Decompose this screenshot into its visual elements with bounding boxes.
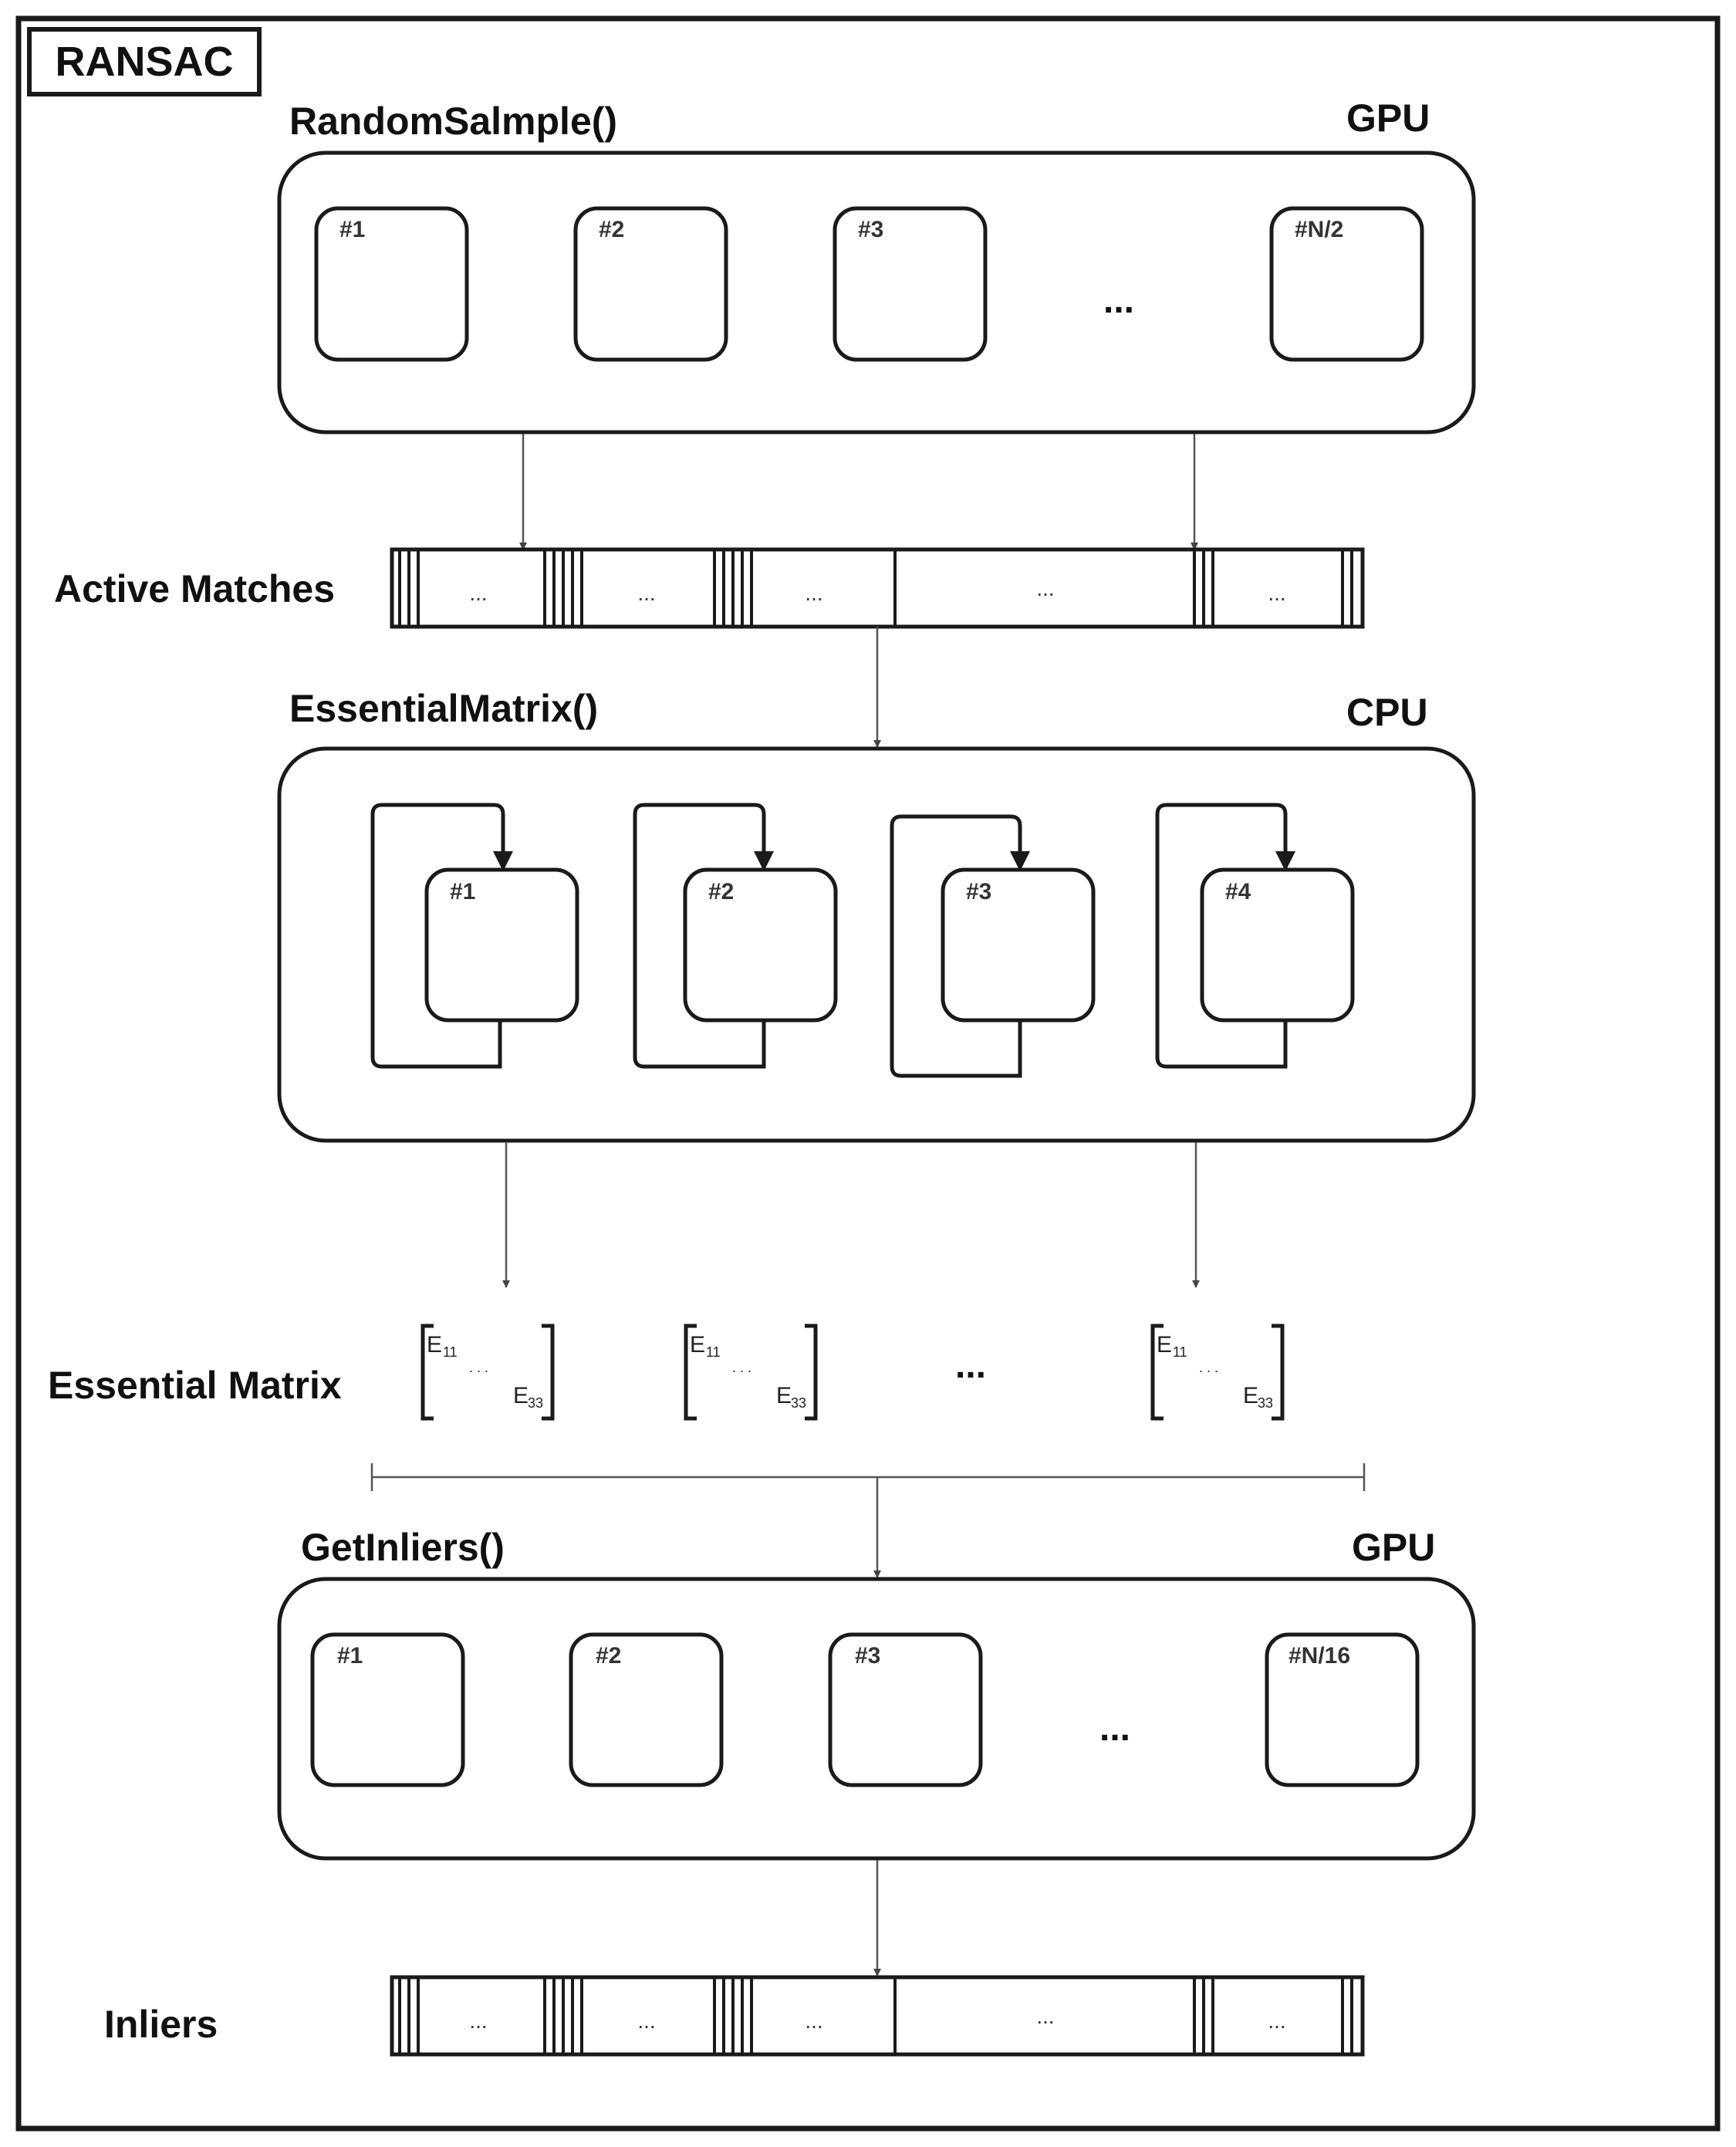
thread-box <box>828 1632 983 1787</box>
inliers-device-label: GPU <box>1352 1526 1435 1569</box>
thread-label: #1 <box>339 217 365 242</box>
loop-arrow <box>633 803 774 1069</box>
matrix-entry-last: E <box>513 1383 529 1408</box>
array-outline <box>390 547 1365 629</box>
matrix-inner-dots: . . . <box>1199 1360 1218 1375</box>
sample-stage-box <box>277 150 1476 434</box>
thread-box <box>1269 206 1424 362</box>
matrix-index-first: 11 <box>1173 1344 1187 1360</box>
array-cell: ... <box>1036 576 1054 600</box>
thread-box <box>310 1632 465 1787</box>
matrix-index-first: 11 <box>706 1344 721 1360</box>
essential-matrix-label: Essential Matrix <box>48 1364 342 1407</box>
matrix-entry-last: E <box>776 1383 792 1408</box>
thread-box <box>1265 1632 1420 1787</box>
inliers-threads: #1 #2 #3 ... #N/16 <box>310 1632 1420 1787</box>
thread-label: #3 <box>966 879 991 904</box>
inliers-array: ... ... ... ... ... <box>390 1975 1365 2057</box>
array-cell: ... <box>805 581 822 605</box>
array-cell: ... <box>1036 2004 1054 2028</box>
thread-label: #1 <box>337 1643 363 1669</box>
inliers-function-label: GetInliers() <box>301 1526 505 1569</box>
matrix-entry-first: E <box>1157 1332 1172 1358</box>
matrix: E 11 . . . E 33 <box>420 1324 555 1421</box>
thread-box <box>941 867 1096 1023</box>
sample-threads: #1 #2 #3 ... #N/2 <box>314 206 1424 362</box>
title-box <box>27 27 262 96</box>
loop-arrow <box>890 814 1030 1078</box>
matrix-entry-last: E <box>1243 1383 1258 1408</box>
array-cell: ... <box>469 581 487 605</box>
array-cell: ... <box>637 2009 655 2033</box>
thread-label: #2 <box>708 879 734 904</box>
thread-ellipsis: ... <box>1099 1708 1130 1749</box>
array-cell: ... <box>469 2009 487 2033</box>
thread-box <box>683 867 838 1023</box>
thread-label: #N/16 <box>1288 1643 1350 1669</box>
matrix-index-last: 33 <box>1258 1395 1273 1411</box>
matrix-entry-first: E <box>690 1332 705 1358</box>
matrix-entry-first: E <box>427 1332 442 1358</box>
thread-label: #4 <box>1225 879 1251 904</box>
outer-frame <box>15 15 1721 2132</box>
matrix-inner-dots: . . . <box>469 1360 488 1375</box>
loop-arrow <box>1155 803 1295 1069</box>
thread-label: #2 <box>596 1643 621 1669</box>
thread-box <box>833 206 988 362</box>
active-matches-label: Active Matches <box>54 567 335 610</box>
thread-label: #3 <box>855 1643 880 1669</box>
essential-stage-box <box>277 746 1476 1143</box>
matrix-index-last: 33 <box>791 1395 806 1411</box>
frame-title: RANSAC <box>55 39 233 85</box>
thread-box <box>424 867 579 1023</box>
array-cell: ... <box>637 581 655 605</box>
inliers-stage-box <box>277 1577 1476 1861</box>
essential-function-label: EssentialMatrix() <box>289 687 598 730</box>
matrix: E 11 . . . E 33 <box>1150 1324 1285 1421</box>
matrix: E 11 . . . E 33 <box>684 1324 818 1421</box>
array-cell: ... <box>1268 581 1285 605</box>
array-cell: ... <box>1268 2009 1285 2033</box>
matrix-ellipsis: ... <box>955 1345 986 1386</box>
thread-label: #2 <box>599 217 624 242</box>
inliers-label: Inliers <box>104 2003 218 2046</box>
active-matches-array: ... ... ... ... ... <box>390 547 1365 629</box>
thread-ellipsis: ... <box>1103 280 1134 321</box>
matrix-index-last: 33 <box>528 1395 543 1411</box>
essential-threads: #1 #2 #3 #4 <box>370 803 1355 1078</box>
essential-device-label: CPU <box>1346 691 1428 734</box>
thread-box <box>314 206 469 362</box>
array-cell: ... <box>805 2009 822 2033</box>
thread-box <box>573 206 728 362</box>
thread-label: #3 <box>858 217 883 242</box>
sample-function-label: RandomSalmple() <box>289 100 617 143</box>
array-outline <box>390 1975 1365 2057</box>
thread-label: #N/2 <box>1295 217 1343 242</box>
thread-box <box>1200 867 1355 1023</box>
matrix-index-first: 11 <box>443 1344 458 1360</box>
matrix-inner-dots: . . . <box>732 1360 751 1375</box>
thread-label: #1 <box>450 879 475 904</box>
collector-bracket <box>370 1463 1366 1491</box>
thread-box <box>569 1632 724 1787</box>
loop-arrow <box>370 803 513 1069</box>
sample-device-label: GPU <box>1346 96 1430 140</box>
